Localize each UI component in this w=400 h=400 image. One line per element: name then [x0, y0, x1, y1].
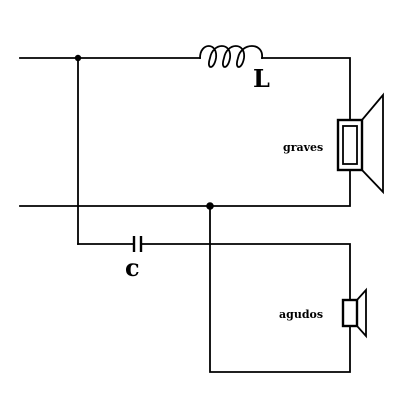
inductor-coil — [199, 45, 263, 68]
bottom-input-wire — [19, 169, 351, 207]
woofer-label: graves — [283, 141, 323, 154]
top-right-wire — [261, 57, 351, 121]
inductor-label: L — [253, 64, 270, 93]
junction-dot-bottom — [206, 202, 214, 210]
tweeter-speaker — [341, 287, 367, 339]
tweeter-return-wire — [209, 205, 351, 373]
woofer-speaker — [336, 92, 384, 195]
capacitor-lead-right — [141, 243, 351, 301]
capacitor-label: c — [125, 253, 140, 282]
tweeter-label: agudos — [279, 308, 323, 321]
capacitor — [132, 236, 143, 252]
junction-dot-top — [74, 54, 82, 62]
